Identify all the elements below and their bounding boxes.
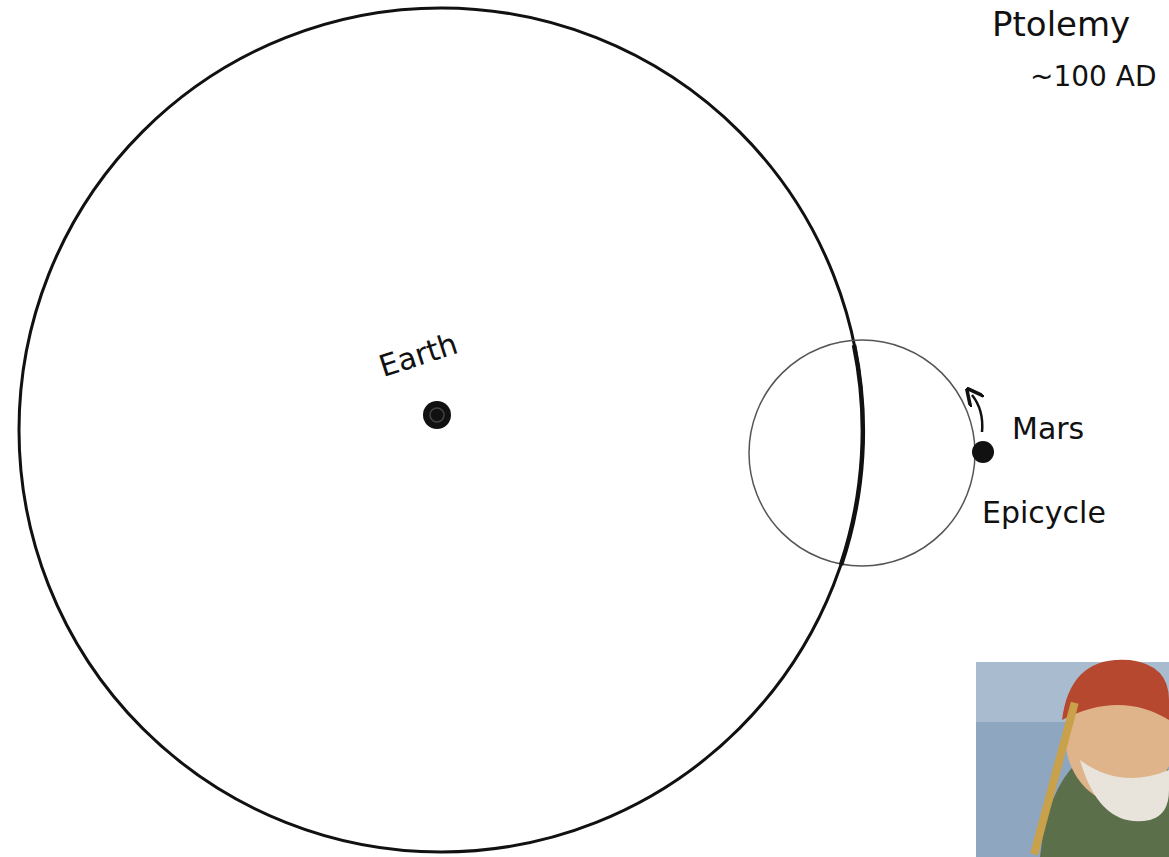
- motion-arrow: [972, 395, 982, 432]
- title-label: Ptolemy: [992, 6, 1130, 43]
- epicycle-circle: [749, 340, 975, 566]
- mars-label: Mars: [1012, 412, 1084, 445]
- ptolemy-portrait: [976, 660, 1169, 857]
- earth-label: Earth: [375, 327, 462, 383]
- deferent-arc: [841, 345, 863, 565]
- date-label: ~100 AD: [1030, 62, 1157, 93]
- earth-dot: [423, 401, 451, 429]
- epicycle-label: Epicycle: [982, 496, 1106, 529]
- deferent-circle: [19, 8, 863, 852]
- earth-dot-ring: [430, 408, 444, 422]
- mars-dot: [972, 441, 994, 463]
